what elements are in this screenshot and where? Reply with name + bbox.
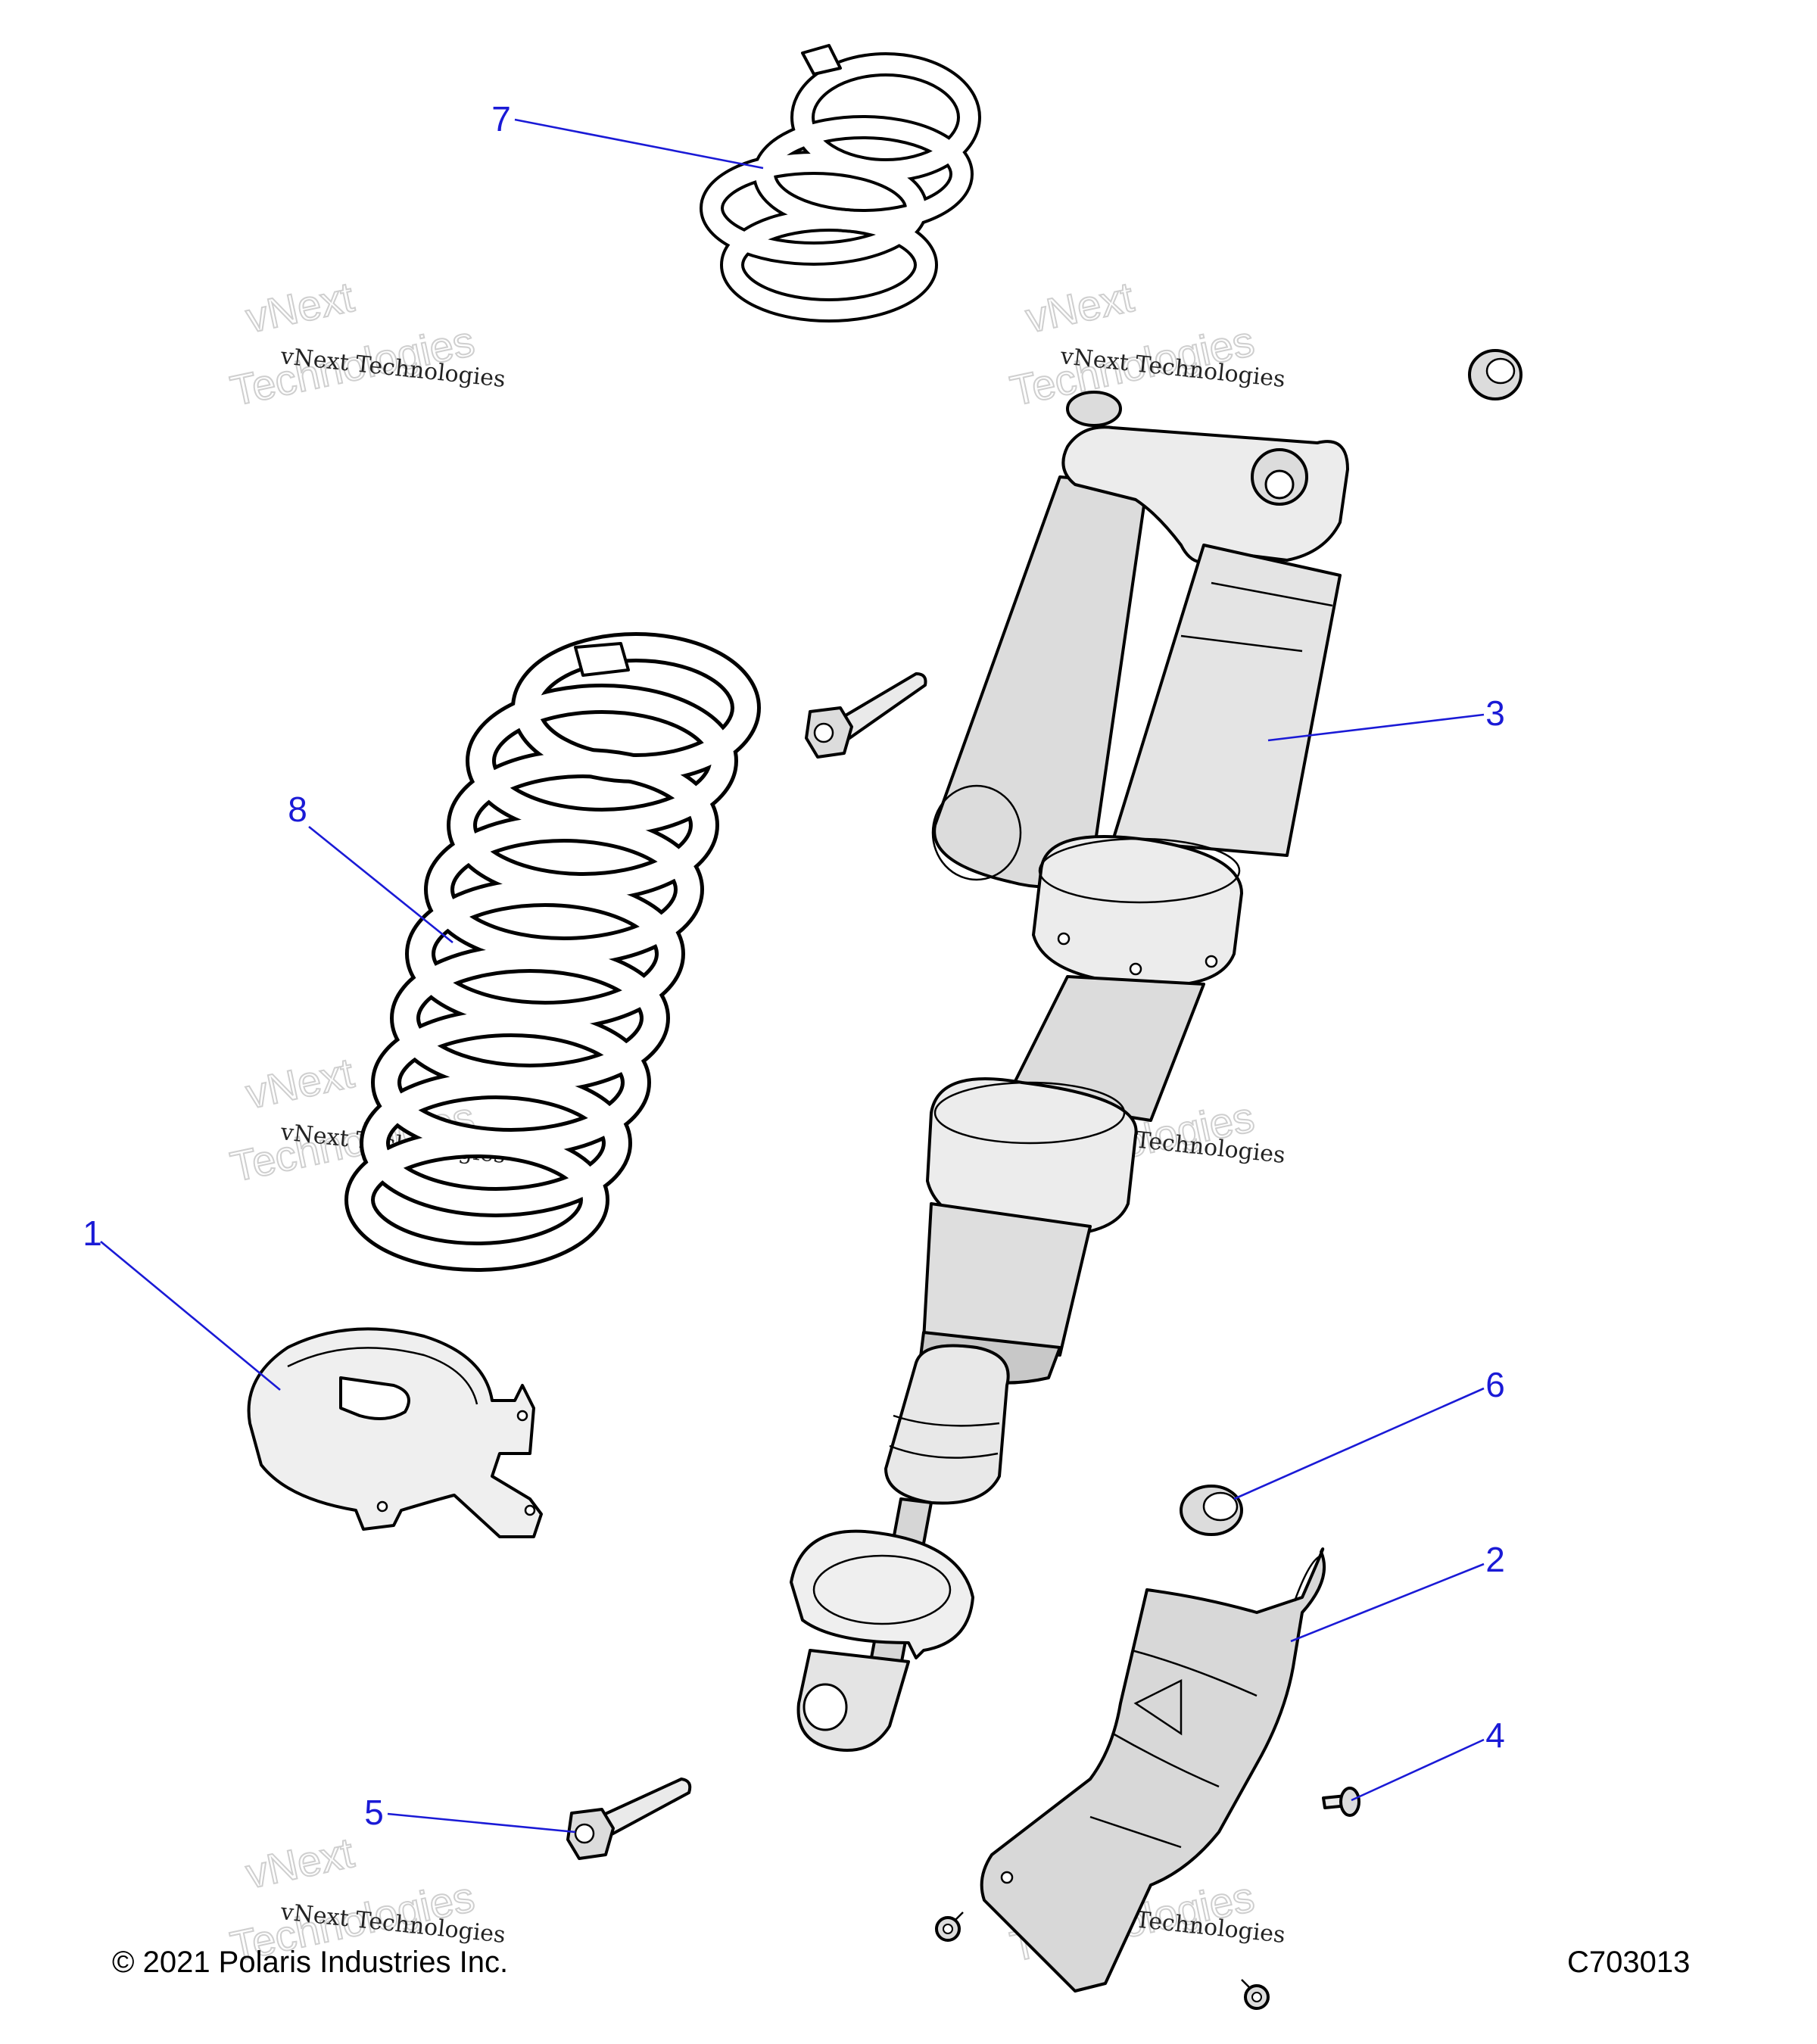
copyright-text: © 2021 Polaris Industries Inc. — [112, 1946, 508, 1979]
washer-part-6 — [1180, 1485, 1243, 1536]
figure-code: C703013 — [1567, 1946, 1690, 1979]
watermark-top: vNext — [242, 273, 358, 341]
watermark-top: vNext — [242, 1828, 358, 1897]
top-washer-part — [1468, 349, 1522, 400]
shock-absorber-part — [790, 391, 1349, 1752]
leader-line-2 — [1290, 1563, 1485, 1643]
leader-line-6 — [1233, 1387, 1485, 1500]
large-spring-part — [344, 632, 761, 1272]
screw-part-4 — [1322, 1787, 1360, 1817]
shock-guard-part — [980, 1547, 1326, 1993]
callout-3: 3 — [1485, 693, 1505, 733]
leader-line-3 — [1267, 713, 1485, 742]
retainer-plate-part — [247, 1327, 543, 1538]
upper-bolt-part — [805, 672, 927, 759]
callout-7: 7 — [491, 99, 511, 139]
callout-6: 6 — [1485, 1365, 1505, 1404]
callout-2: 2 — [1485, 1540, 1505, 1579]
callout-labels: 7 8 1 3 6 2 4 5 — [83, 99, 1505, 1832]
leader-line-1 — [100, 1240, 281, 1391]
small-screw-part — [1241, 1979, 1270, 2010]
small-screw-part — [935, 1912, 964, 1942]
leader-line-5 — [387, 1812, 576, 1834]
leader-line-8 — [308, 825, 453, 944]
callout-8: 8 — [288, 790, 307, 829]
small-spring-part — [700, 44, 981, 322]
callout-leaders — [100, 118, 1485, 1834]
bolt-part-5 — [566, 1778, 692, 1860]
callout-5: 5 — [364, 1793, 384, 1832]
watermark-top: vNext — [1021, 273, 1138, 341]
leader-line-4 — [1351, 1738, 1485, 1802]
callout-4: 4 — [1485, 1715, 1505, 1755]
watermark-top: vNext — [242, 1048, 358, 1117]
callout-1: 1 — [83, 1214, 102, 1253]
leader-line-7 — [514, 118, 764, 170]
